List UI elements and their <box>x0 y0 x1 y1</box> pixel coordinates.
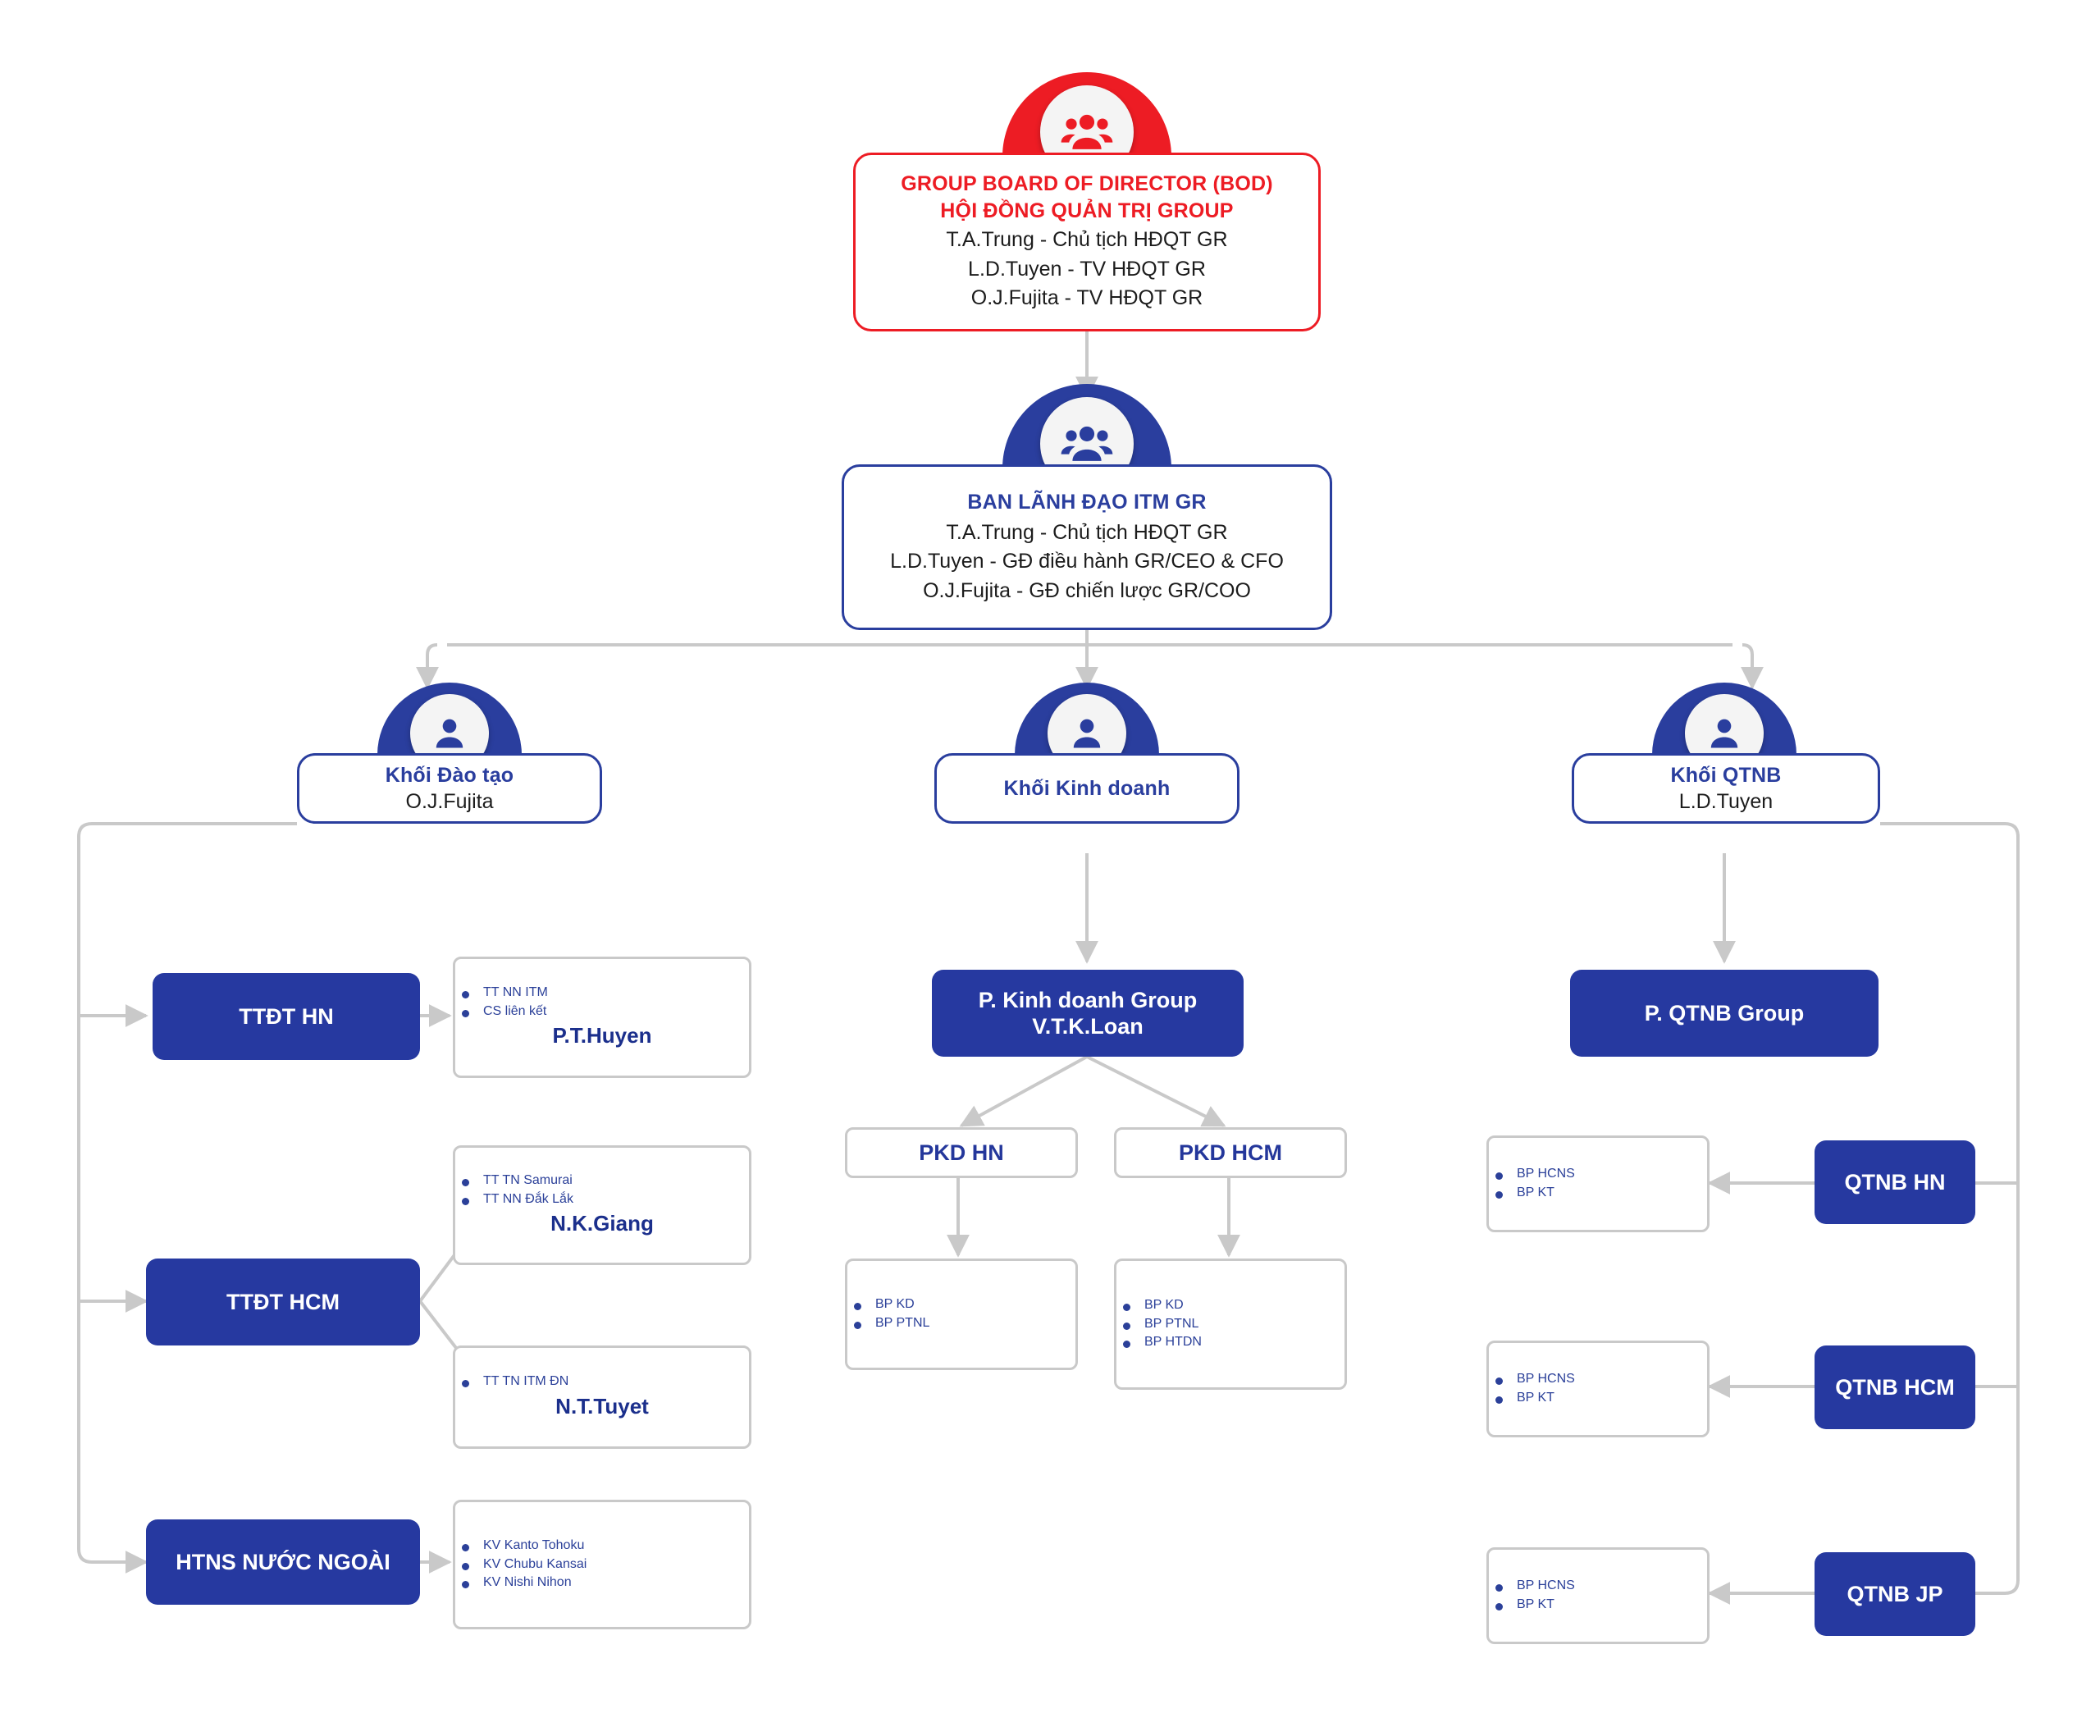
sales-branch-pkd-hn[interactable]: PKD HN <box>845 1127 1078 1178</box>
detail-list: TT TN ITM ĐN <box>455 1373 749 1391</box>
detail-list: TT NN ITM CS liên kết <box>455 984 749 1021</box>
division-card[interactable]: Khối QTNB L.D.Tuyen <box>1572 753 1880 824</box>
list-item: BP KD <box>1123 1296 1344 1315</box>
division-title: Khối Đào tạo <box>385 763 514 787</box>
training-unit-ttdt-hcm[interactable]: TTĐT HCM <box>146 1259 420 1345</box>
qtnb-department[interactable]: P. QTNB Group <box>1570 970 1879 1057</box>
detail-list: BP KD BP PTNL <box>847 1295 1075 1332</box>
board-title-vi: HỘI ĐỒNG QUẢN TRỊ GROUP <box>940 199 1234 222</box>
list-item: BP HTDN <box>1123 1333 1344 1352</box>
sales-department-title: P. Kinh doanh Group <box>978 987 1198 1012</box>
detail-owner: P.T.Huyen <box>552 1023 652 1048</box>
list-item: BP KT <box>1495 1184 1707 1203</box>
list-item: KV Kanto Tohoku <box>462 1537 749 1556</box>
list-item: KV Nishi Nihon <box>462 1574 749 1592</box>
list-item: TT TN Samurai <box>462 1172 749 1190</box>
sales-branch-pkd-hcm[interactable]: PKD HCM <box>1114 1127 1347 1178</box>
division-card[interactable]: Khối Kinh doanh <box>934 753 1239 824</box>
sales-detail-pkd-hn[interactable]: BP KD BP PTNL <box>845 1259 1078 1370</box>
detail-list: KV Kanto Tohoku KV Chubu Kansai KV Nishi… <box>455 1537 749 1592</box>
branch-label: PKD HN <box>919 1140 1004 1165</box>
board-card[interactable]: GROUP BOARD OF DIRECTOR (BOD) HỘI ĐỒNG Q… <box>853 153 1321 331</box>
detail-list: TT TN Samurai TT NN Đắk Lắk <box>455 1172 749 1208</box>
training-detail-samurai[interactable]: TT TN Samurai TT NN Đắk Lắk N.K.Giang <box>453 1145 751 1265</box>
qtnb-unit-hn[interactable]: QTNB HN <box>1815 1140 1975 1224</box>
list-item: TT TN ITM ĐN <box>462 1373 749 1391</box>
list-item: KV Chubu Kansai <box>462 1556 749 1574</box>
qtnb-unit-hcm[interactable]: QTNB HCM <box>1815 1345 1975 1429</box>
detail-owner: N.K.Giang <box>550 1211 654 1236</box>
leadership-member: O.J.Fujita - GĐ chiến lược GR/COO <box>923 578 1251 602</box>
list-item: BP KT <box>1495 1596 1707 1615</box>
sales-department-owner: V.T.K.Loan <box>1032 1014 1144 1039</box>
detail-owner: N.T.Tuyet <box>555 1393 649 1418</box>
list-item: BP PTNL <box>1123 1315 1344 1334</box>
detail-list: BP HCNS BP KT <box>1489 1577 1707 1614</box>
leadership-member: L.D.Tuyen - GĐ điều hành GR/CEO & CFO <box>890 550 1284 573</box>
qtnb-detail-jp[interactable]: BP HCNS BP KT <box>1486 1547 1710 1644</box>
list-item: TT NN Đắk Lắk <box>462 1190 749 1209</box>
qtnb-unit-jp[interactable]: QTNB JP <box>1815 1552 1975 1636</box>
training-detail-overseas[interactable]: KV Kanto Tohoku KV Chubu Kansai KV Nishi… <box>453 1500 751 1629</box>
division-card[interactable]: Khối Đào tạo O.J.Fujita <box>297 753 602 824</box>
sales-department[interactable]: P. Kinh doanh Group V.T.K.Loan <box>932 970 1244 1057</box>
detail-list: BP HCNS BP KT <box>1489 1370 1707 1407</box>
board-title-en: GROUP BOARD OF DIRECTOR (BOD) <box>901 172 1273 196</box>
training-unit-ttdt-hn[interactable]: TTĐT HN <box>153 973 420 1060</box>
list-item: BP HCNS <box>1495 1165 1707 1184</box>
list-item: BP HCNS <box>1495 1370 1707 1389</box>
board-member: T.A.Trung - Chủ tịch HĐQT GR <box>946 228 1228 252</box>
detail-list: BP HCNS BP KT <box>1489 1165 1707 1202</box>
branch-label: PKD HCM <box>1179 1140 1282 1165</box>
detail-list: BP KD BP PTNL BP HTDN <box>1116 1296 1344 1352</box>
list-item: BP KT <box>1495 1389 1707 1408</box>
training-unit-htns-nuoc-ngoai[interactable]: HTNS NƯỚC NGOÀI <box>146 1519 420 1605</box>
qtnb-detail-hcm[interactable]: BP HCNS BP KT <box>1486 1341 1710 1437</box>
board-member: O.J.Fujita - TV HĐQT GR <box>970 286 1203 310</box>
sales-detail-pkd-hcm[interactable]: BP KD BP PTNL BP HTDN <box>1114 1259 1347 1390</box>
board-member: L.D.Tuyen - TV HĐQT GR <box>968 257 1206 281</box>
division-owner: O.J.Fujita <box>405 790 494 813</box>
training-detail-itm-dn[interactable]: TT TN ITM ĐN N.T.Tuyet <box>453 1345 751 1449</box>
division-title: Khối Kinh doanh <box>1003 776 1171 800</box>
list-item: CS liên kết <box>462 1003 749 1021</box>
list-item: BP HCNS <box>1495 1577 1707 1596</box>
division-title: Khối QTNB <box>1670 763 1782 787</box>
list-item: BP PTNL <box>854 1314 1075 1333</box>
training-detail-ttdt-hn[interactable]: TT NN ITM CS liên kết P.T.Huyen <box>453 957 751 1078</box>
division-owner: L.D.Tuyen <box>1678 790 1774 813</box>
leadership-title: BAN LÃNH ĐẠO ITM GR <box>967 490 1207 514</box>
list-item: BP KD <box>854 1295 1075 1314</box>
qtnb-detail-hn[interactable]: BP HCNS BP KT <box>1486 1135 1710 1232</box>
leadership-member: T.A.Trung - Chủ tịch HĐQT GR <box>946 520 1228 544</box>
leadership-card[interactable]: BAN LÃNH ĐẠO ITM GR T.A.Trung - Chủ tịch… <box>842 464 1332 630</box>
list-item: TT NN ITM <box>462 984 749 1003</box>
